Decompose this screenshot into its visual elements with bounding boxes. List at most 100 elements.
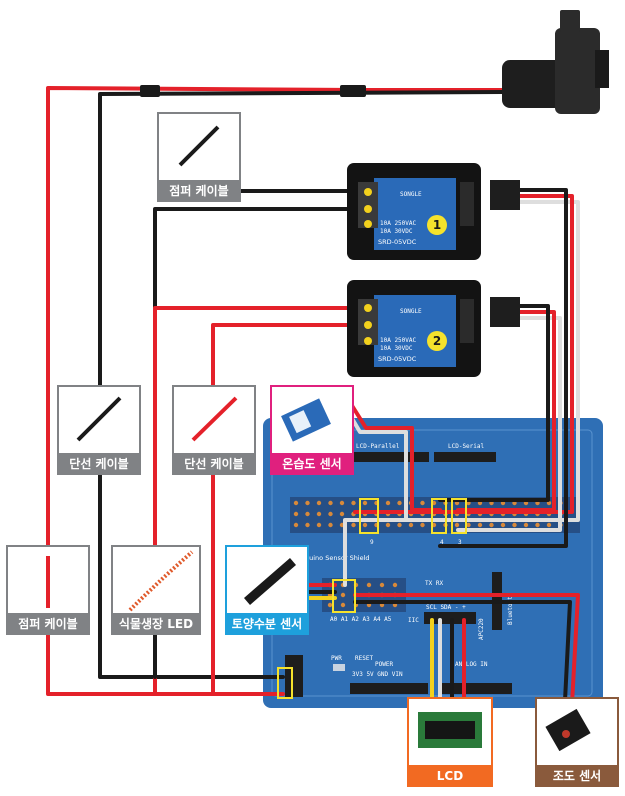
digital-pin xyxy=(362,522,368,528)
solid-red-card: 단선 케이블 xyxy=(172,385,256,475)
highlight-boxes xyxy=(277,498,467,699)
relay1-signal-black xyxy=(438,188,568,548)
solid-black-label: 단선 케이블 xyxy=(69,456,128,471)
soil-moisture-label: 토양수분 센서 xyxy=(232,616,302,631)
apc220-label: APC220 xyxy=(478,618,485,640)
digital-pin xyxy=(328,511,333,517)
wire-connector-1 xyxy=(140,85,160,97)
analog-pin xyxy=(366,582,372,588)
jumper-left-label: 점퍼 케이블 xyxy=(18,616,77,631)
digital-pin xyxy=(512,522,517,528)
water-pump xyxy=(502,10,609,114)
relay1-rating1: 10A 250VAC xyxy=(380,220,417,227)
analog-in-header: ANALOG IN xyxy=(440,661,512,694)
digital-pin xyxy=(328,522,333,528)
analog-pin-labels: A0 A1 A2 A3 A4 A5 xyxy=(330,616,392,623)
pin-9-label: 9 xyxy=(370,539,374,546)
analog-pin xyxy=(379,582,385,588)
digital-pin xyxy=(454,522,460,528)
scl-pin-block xyxy=(285,655,303,697)
power-header: POWER 3V3 5V GND VIN RESET xyxy=(350,655,428,694)
solid-red-label: 단선 케이블 xyxy=(184,456,243,471)
digital-pin xyxy=(293,511,299,517)
digital-pin xyxy=(362,500,368,506)
lcd-parallel-label: LCD-Parallel xyxy=(356,443,400,450)
light-sensor-cable xyxy=(353,593,580,742)
digital-pin xyxy=(328,500,333,506)
wires xyxy=(46,86,580,742)
red-wire-relay2-no xyxy=(211,323,372,696)
digital-pin xyxy=(339,500,345,506)
bluetooth-label: Bluetooth xyxy=(507,592,514,625)
lcd-card: LCD xyxy=(407,697,493,787)
digital-pin xyxy=(397,500,402,506)
solid-black-card: 단선 케이블 xyxy=(57,385,141,475)
digital-pin xyxy=(500,522,506,528)
digital-pin xyxy=(477,522,483,528)
relay2-number-badge: 2 xyxy=(433,334,441,348)
wire-connector-2 xyxy=(340,85,366,97)
relay2-signal-black xyxy=(438,304,550,502)
relay2-rating2: 10A 30VDC xyxy=(380,345,413,352)
plant-led-card: 식물생장 LED xyxy=(111,545,201,635)
digital-pin xyxy=(293,500,299,506)
pwr-label: PWR xyxy=(331,655,342,662)
relay1-brand: SONGLE xyxy=(400,191,422,198)
analog-pin xyxy=(327,602,333,608)
digital-pin xyxy=(535,522,540,528)
digital-pin xyxy=(397,522,402,528)
digital-pin xyxy=(385,500,391,506)
relay-module-1: SONGLE 10A 250VAC 10A 30VDC SRD-05VDC 1 xyxy=(347,163,481,260)
jumper-top-label: 점퍼 케이블 xyxy=(169,183,228,198)
digital-pin xyxy=(305,511,310,517)
relay1-model: SRD-05VDC xyxy=(378,238,417,246)
pin-3-label: 3 xyxy=(458,539,462,546)
digital-pin xyxy=(351,522,356,528)
plant-led-label: 식물생장 LED xyxy=(119,616,193,631)
digital-pin xyxy=(546,522,552,528)
analog-pin xyxy=(340,592,346,598)
digital-pin xyxy=(316,500,322,506)
shield-name: Arduino Sensor Shield xyxy=(298,554,370,562)
temp-humidity-card: 온습도 센서 xyxy=(270,385,354,475)
reset-label: RESET xyxy=(355,655,373,662)
relay1-connector xyxy=(490,180,520,210)
digital-pin-rows xyxy=(290,497,580,533)
analog-in-label: ANALOG IN xyxy=(455,661,488,668)
iic-label: IIC xyxy=(408,617,419,624)
digital-pin xyxy=(339,511,345,517)
digital-pin xyxy=(351,500,356,506)
temp-sensor-cable-red xyxy=(344,394,442,512)
digital-pin xyxy=(293,522,299,528)
digital-pin xyxy=(316,511,322,517)
relay1-number-badge: 1 xyxy=(433,218,441,232)
pin-4-label: 4 xyxy=(440,539,444,546)
analog-pin xyxy=(392,582,398,588)
temp-humidity-label: 온습도 센서 xyxy=(282,456,341,471)
light-sensor-card: 조도 센서 xyxy=(535,697,619,787)
digital-pin xyxy=(305,522,310,528)
lcd-parallel-header: LCD-Parallel xyxy=(354,443,429,462)
jumper-cable-top-card: 점퍼 케이블 xyxy=(157,112,241,202)
sensor-shield-board: LCD-Parallel LCD-Serial 9 4 3 Arduino Se… xyxy=(263,418,603,708)
soil-moisture-card: 토양수분 센서 xyxy=(225,545,309,635)
digital-pin xyxy=(385,522,391,528)
relay-module-2: SONGLE 10A 250VAC 10A 30VDC SRD-05VDC 2 xyxy=(347,280,481,377)
relay1-rating2: 10A 30VDC xyxy=(380,228,413,235)
analog-pin xyxy=(340,602,346,608)
jumper-cable-left-card: 점퍼 케이블 xyxy=(6,545,90,635)
digital-pin xyxy=(420,522,425,528)
relay2-model: SRD-05VDC xyxy=(378,355,417,363)
power-pin-labels: 3V3 5V GND VIN xyxy=(352,671,403,678)
digital-pin xyxy=(466,522,471,528)
lcd-serial-header: LCD-Serial xyxy=(434,443,496,462)
tx-rx-label: TX RX xyxy=(425,580,443,587)
digital-pin xyxy=(489,522,494,528)
pwr-led xyxy=(333,664,345,671)
relay1-signal-white xyxy=(343,200,580,587)
lcd-label: LCD xyxy=(437,769,463,783)
relay2-signal-red xyxy=(456,310,556,512)
relay2-rating1: 10A 250VAC xyxy=(380,337,417,344)
relay2-signal-white xyxy=(456,316,562,532)
